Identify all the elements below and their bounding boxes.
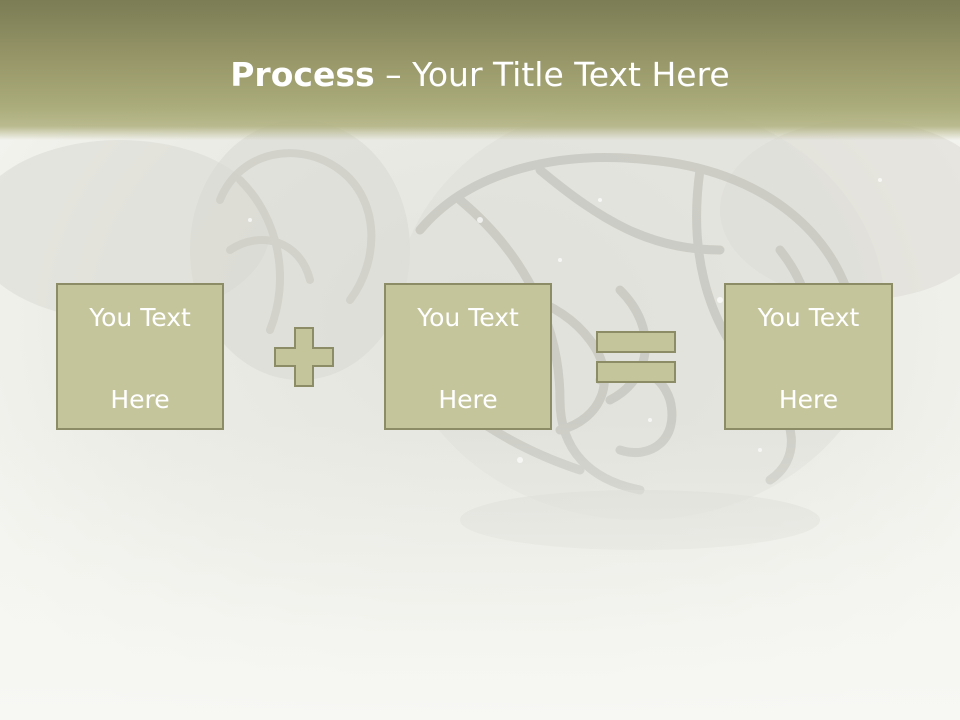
process-box-1[interactable]: You Text Here: [56, 283, 224, 430]
box-2-line-2: Here: [438, 384, 498, 414]
title-bold-text: Process: [230, 55, 375, 94]
title-rest-text: – Your Title Text Here: [374, 55, 730, 94]
box-3-line-1: You Text: [757, 302, 860, 332]
box-1-line-2: Here: [110, 384, 170, 414]
slide-title[interactable]: Process – Your Title Text Here: [0, 52, 960, 98]
box-1-line-1: You Text: [89, 302, 191, 332]
plus-icon: [274, 327, 334, 387]
title-bar: Process – Your Title Text Here: [0, 0, 960, 140]
process-box-3[interactable]: You Text Here: [724, 283, 893, 430]
equals-icon: [596, 331, 676, 383]
process-box-2[interactable]: You Text Here: [384, 283, 552, 430]
box-3-line-2: Here: [778, 384, 839, 414]
box-2-line-1: You Text: [417, 302, 519, 332]
